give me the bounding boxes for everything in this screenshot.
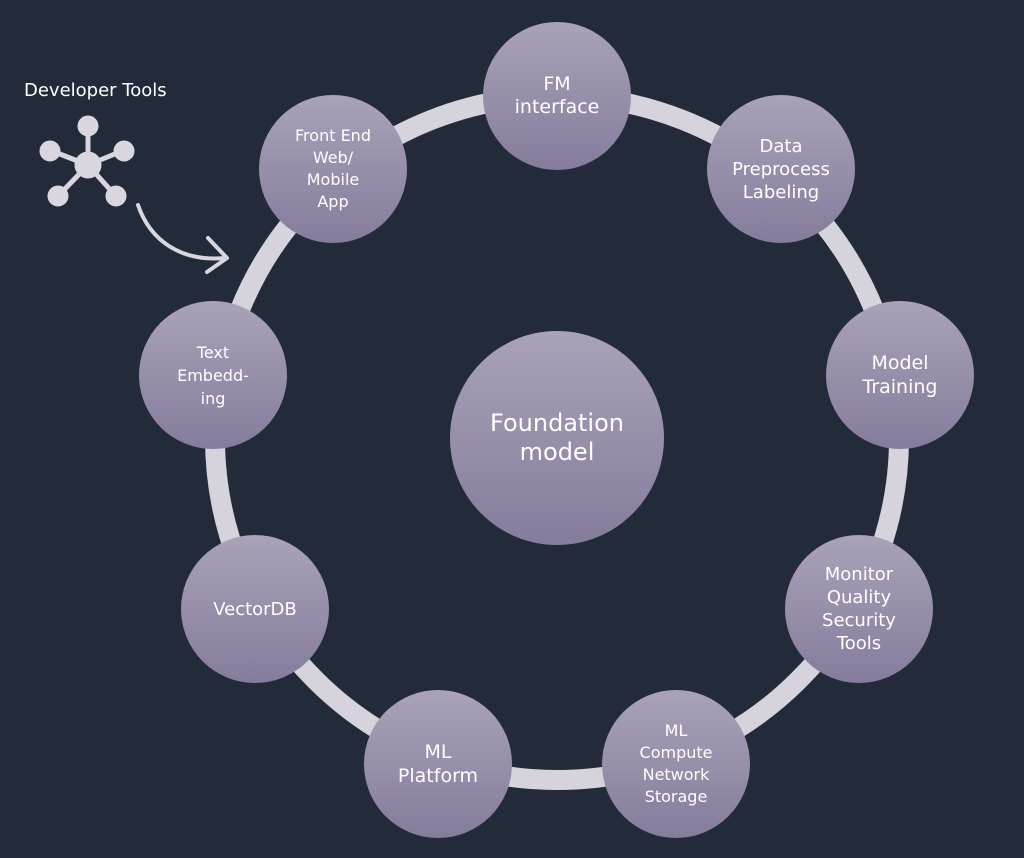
ml-compute-node: ML Compute Network Storage <box>602 690 750 838</box>
foundation-model-label: Foundation model <box>490 409 624 466</box>
foundation-model-node: Foundation model <box>450 331 664 545</box>
model-training-label: Model Training <box>862 352 938 398</box>
front-end-app-label: Front End Web/ Mobile App <box>295 126 371 211</box>
fm-interface-label: FM interface <box>514 73 600 118</box>
vectordb-node: VectorDB <box>181 535 329 683</box>
developer-tools-label: Developer Tools <box>24 80 167 101</box>
data-preprocess-node: Data Preprocess Labeling <box>707 95 855 243</box>
text-embedding-node: Text Embedd- ing <box>139 301 287 449</box>
model-training-node: Model Training <box>826 301 974 449</box>
ml-platform-node: ML Platform <box>364 690 512 838</box>
front-end-app-node: Front End Web/ Mobile App <box>259 95 407 243</box>
ml-compute-label: ML Compute Network Storage <box>639 721 713 806</box>
fm-interface-node: FM interface <box>483 22 631 170</box>
monitor-quality-node: Monitor Quality Security Tools <box>785 535 933 683</box>
curved-arrow-icon <box>136 203 229 274</box>
network-hub-icon <box>39 115 135 207</box>
vectordb-label: VectorDB <box>213 598 297 620</box>
monitor-quality-label: Monitor Quality Security Tools <box>822 564 896 654</box>
text-embedding-label: Text Embedd- ing <box>177 342 249 408</box>
ml-platform-label: ML Platform <box>397 741 479 787</box>
data-preprocess-label: Data Preprocess Labeling <box>732 135 830 203</box>
